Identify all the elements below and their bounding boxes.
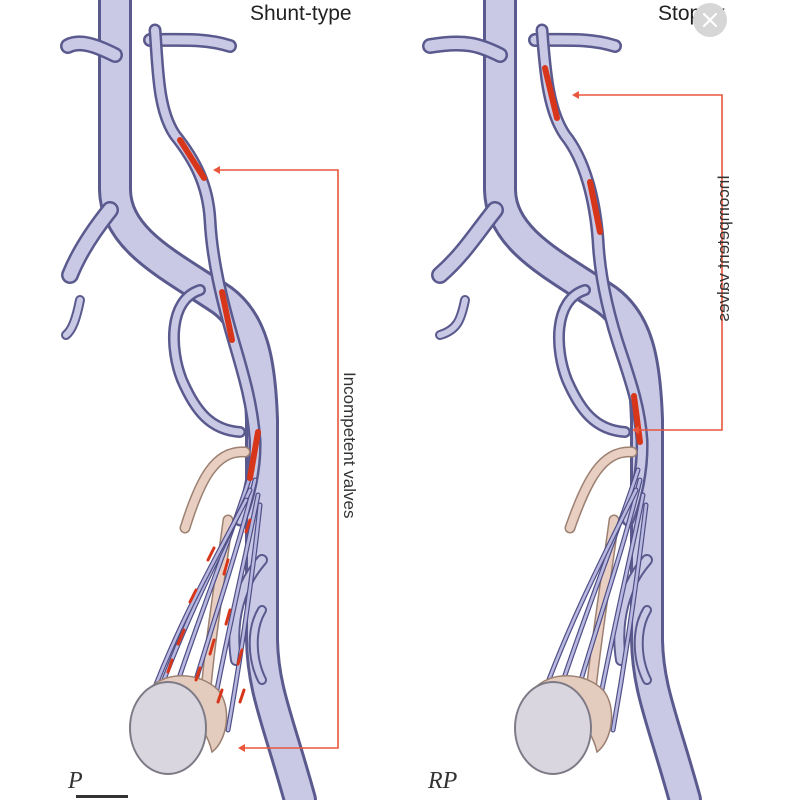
shunt-type-title: Shunt-type (250, 2, 352, 25)
right-reflux-markers (542, 65, 643, 445)
right-testis (514, 675, 613, 775)
close-button[interactable] (693, 3, 727, 37)
left-scale-bar (76, 795, 128, 798)
left-reflux-markers (166, 137, 261, 704)
left-main-vein-trunk (60, 0, 317, 800)
shunt-type-panel: Shunt-type Incompetent valves P (60, 0, 359, 800)
right-collateral-branch (553, 284, 631, 438)
right-leader-arrowhead-bottom (632, 426, 639, 434)
right-valves-label: Incompetent valves (714, 175, 733, 321)
left-collateral-branch (168, 284, 246, 438)
left-testis (129, 675, 228, 775)
left-leader-arrowhead-bottom (238, 744, 245, 752)
right-gonadal-vein (535, 23, 649, 527)
left-valves-label: Incompetent valves (340, 372, 359, 518)
stop-type-panel: Stop-ty Incompetent valves RP (422, 0, 733, 800)
right-pampiniform-plexus (542, 467, 649, 733)
close-icon (702, 12, 718, 28)
left-valves-leader (215, 169, 339, 749)
right-leader-arrowhead-top (572, 91, 579, 99)
left-signature: P (67, 768, 83, 794)
left-leader-arrowhead-top (213, 166, 220, 174)
right-signature: RP (427, 768, 458, 794)
right-valves-leader (574, 94, 723, 431)
